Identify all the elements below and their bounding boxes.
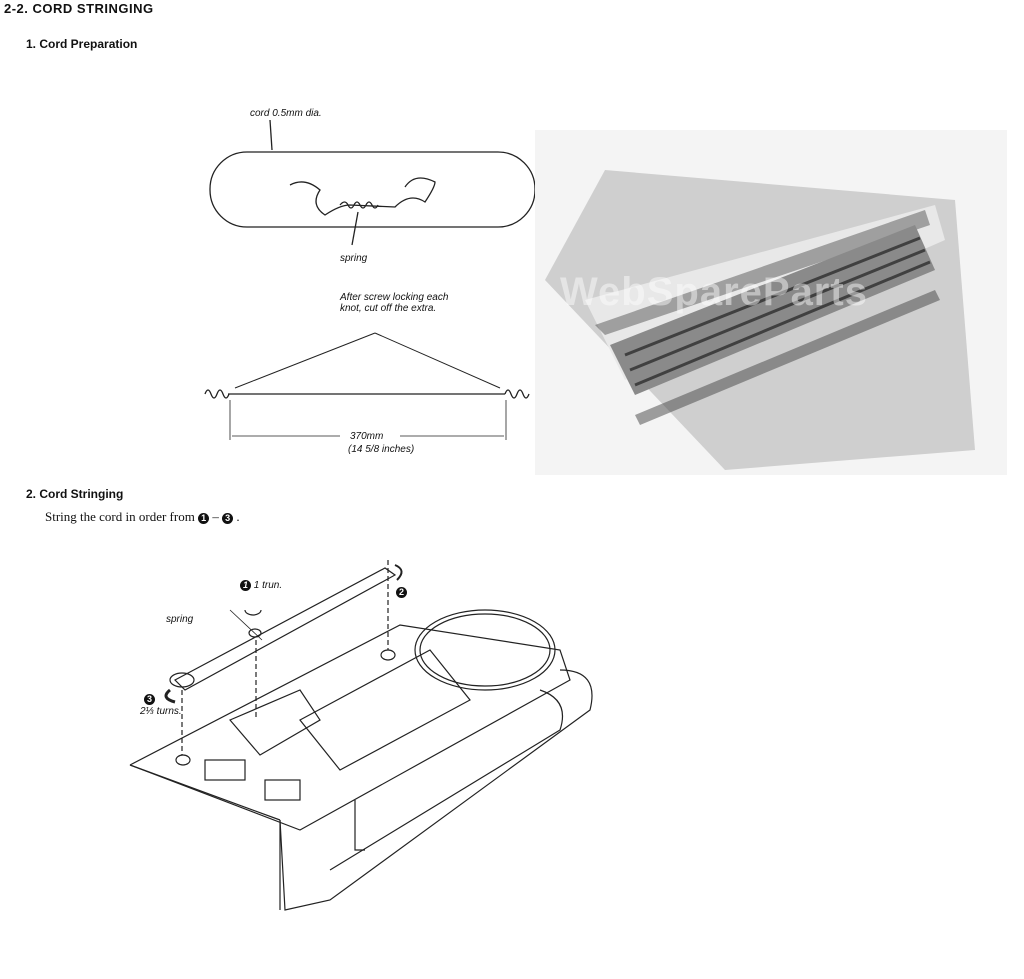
spring-label-2: spring	[166, 614, 194, 625]
cord-card-photo	[545, 170, 975, 470]
stringing-instruction: String the cord in order from 1 – 3 .	[45, 509, 240, 524]
spring-leader	[351, 211, 359, 246]
step-end-badge: 3	[222, 512, 234, 524]
step2-number: 2	[396, 587, 407, 599]
spring-label: spring	[340, 253, 368, 264]
step2-badge: 2	[396, 584, 407, 602]
step3-badge: 3	[144, 691, 155, 709]
cord-photo: WebSpareParts	[535, 130, 1007, 475]
step1-label: 1 1 trun.	[240, 580, 282, 591]
section-title: 2-2. CORD STRINGING	[4, 1, 154, 16]
length-mm: 370mm	[350, 431, 384, 442]
instruction-text: String the cord in order from	[45, 509, 195, 524]
step1-badge: 1	[240, 580, 251, 591]
length-inches: (14 5/8 inches)	[348, 444, 415, 455]
cord-diameter-label: cord 0.5mm dia.	[250, 108, 322, 119]
cord-path	[174, 567, 397, 691]
cord-stringing-heading: 2. Cord Stringing	[26, 487, 124, 501]
cord-leader	[269, 119, 273, 151]
step3-number: 3	[144, 694, 155, 706]
cord-preparation-heading: 1. Cord Preparation	[26, 37, 138, 51]
turns-label: 2⅓ turns.	[140, 706, 182, 717]
step-start-badge: 1	[198, 512, 210, 524]
step1-text: 1 trun.	[253, 580, 283, 592]
right-knot	[504, 389, 530, 399]
cut-note: After screw locking each knot, cut off t…	[340, 292, 449, 314]
watermark: WebSpareParts	[560, 270, 868, 314]
left-knot	[204, 389, 230, 399]
